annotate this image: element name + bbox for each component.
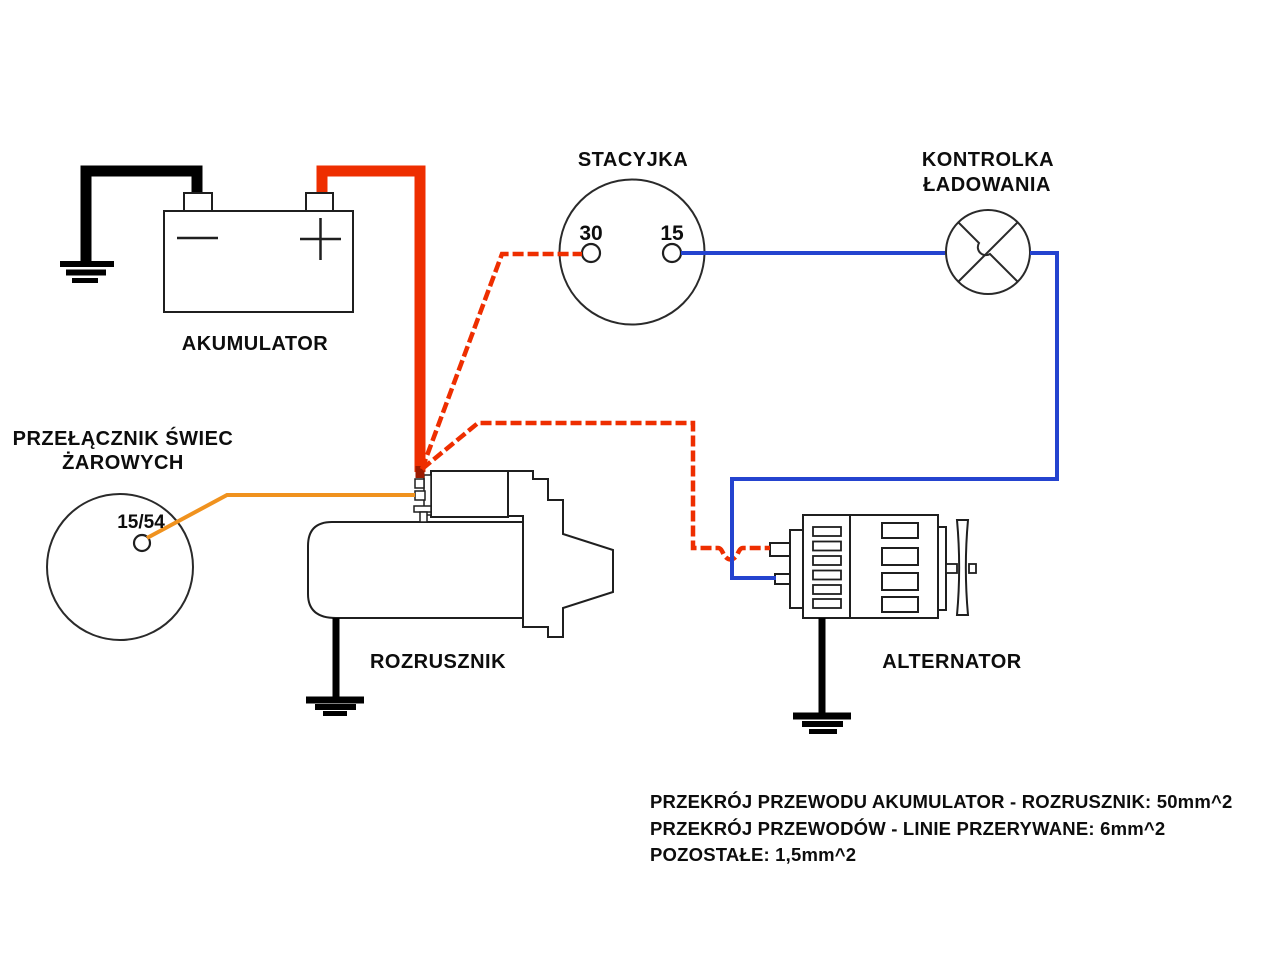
starter-solenoid-terminal-bottom (414, 490, 426, 501)
ignition-terminal-30-label: 30 (579, 222, 602, 245)
glow-plug-wire (146, 493, 415, 540)
glow-plug-switch (46, 493, 194, 641)
dashed-wire-starter-to-ignition-30 (419, 251, 582, 470)
starter-motor (306, 470, 614, 716)
lamp-wire-lamp-to-alternator (730, 251, 1059, 580)
starter-mount-lug-stem (419, 511, 428, 523)
alternator-vent-slots-right (881, 522, 919, 613)
note-line-1: PRZEKRÓJ PRZEWODU AKUMULATOR - ROZRUSZNI… (650, 791, 1232, 812)
battery-ground-symbol (60, 261, 114, 283)
starter-label: ROZRUSZNIK (370, 651, 506, 673)
battery-label: AKUMULATOR (182, 333, 329, 355)
starter-solenoid (430, 470, 509, 518)
alternator-label: ALTERNATOR (882, 651, 1021, 673)
charge-lamp-label-line2: ŁADOWANIA (923, 174, 1051, 196)
alternator (769, 514, 977, 734)
ignition-terminal-15-label: 15 (660, 222, 684, 245)
glow-plug-switch-terminal (132, 533, 152, 553)
alternator-pulley (955, 519, 970, 616)
glow-plug-switch-body (46, 493, 194, 641)
alternator-terminal-bottom (774, 573, 792, 585)
battery-ground-wire (80, 165, 203, 262)
ignition-switch-label: STACYJKA (578, 149, 688, 171)
wire-cross-section-notes: PRZEKRÓJ PRZEWODU AKUMULATOR - ROZRUSZNI… (650, 791, 1232, 865)
note-line-3: POZOSTAŁE: 1,5mm^2 (650, 844, 856, 865)
charge-lamp (945, 209, 1031, 295)
starter-solenoid-terminal-top (414, 478, 425, 489)
starter-body-cylinder (307, 521, 524, 619)
dashed-wire-starter-to-alternator (420, 420, 770, 562)
battery-plus-symbol (300, 218, 341, 260)
alternator-front-bracket (789, 529, 804, 609)
battery-starter-power-wire (316, 165, 426, 472)
battery-body (163, 210, 354, 313)
ignition-terminal-15 (661, 242, 683, 264)
starter-mount-lug-bar (413, 505, 432, 513)
starter-ground-symbol (306, 696, 364, 716)
solenoid-wire-tip (415, 466, 425, 478)
alternator-shaft (945, 563, 958, 574)
alternator-shaft-nub (968, 563, 977, 574)
alternator-ground-symbol (793, 712, 851, 734)
charge-lamp-cross-1 (957, 221, 1019, 283)
glow-switch-label-line2: ŻAROWYCH (62, 451, 184, 474)
battery-terminal-positive (305, 192, 334, 212)
charge-lamp-label-line1: KONTROLKA (922, 149, 1054, 171)
note-line-2: PRZEKRÓJ PRZEWODÓW - LINIE PRZERYWANE: 6… (650, 818, 1165, 839)
ignition-terminal-30 (580, 242, 602, 264)
glow-switch-label-line1: PRZEŁĄCZNIK ŚWIEC (13, 426, 234, 450)
alternator-vent-slots-left (812, 526, 842, 609)
glow-switch-terminal-label: 15/54 (117, 512, 165, 533)
charge-lamp-cross-2 (957, 221, 1019, 283)
battery-terminal-negative (183, 192, 213, 212)
alternator-rear-bracket (937, 526, 947, 611)
